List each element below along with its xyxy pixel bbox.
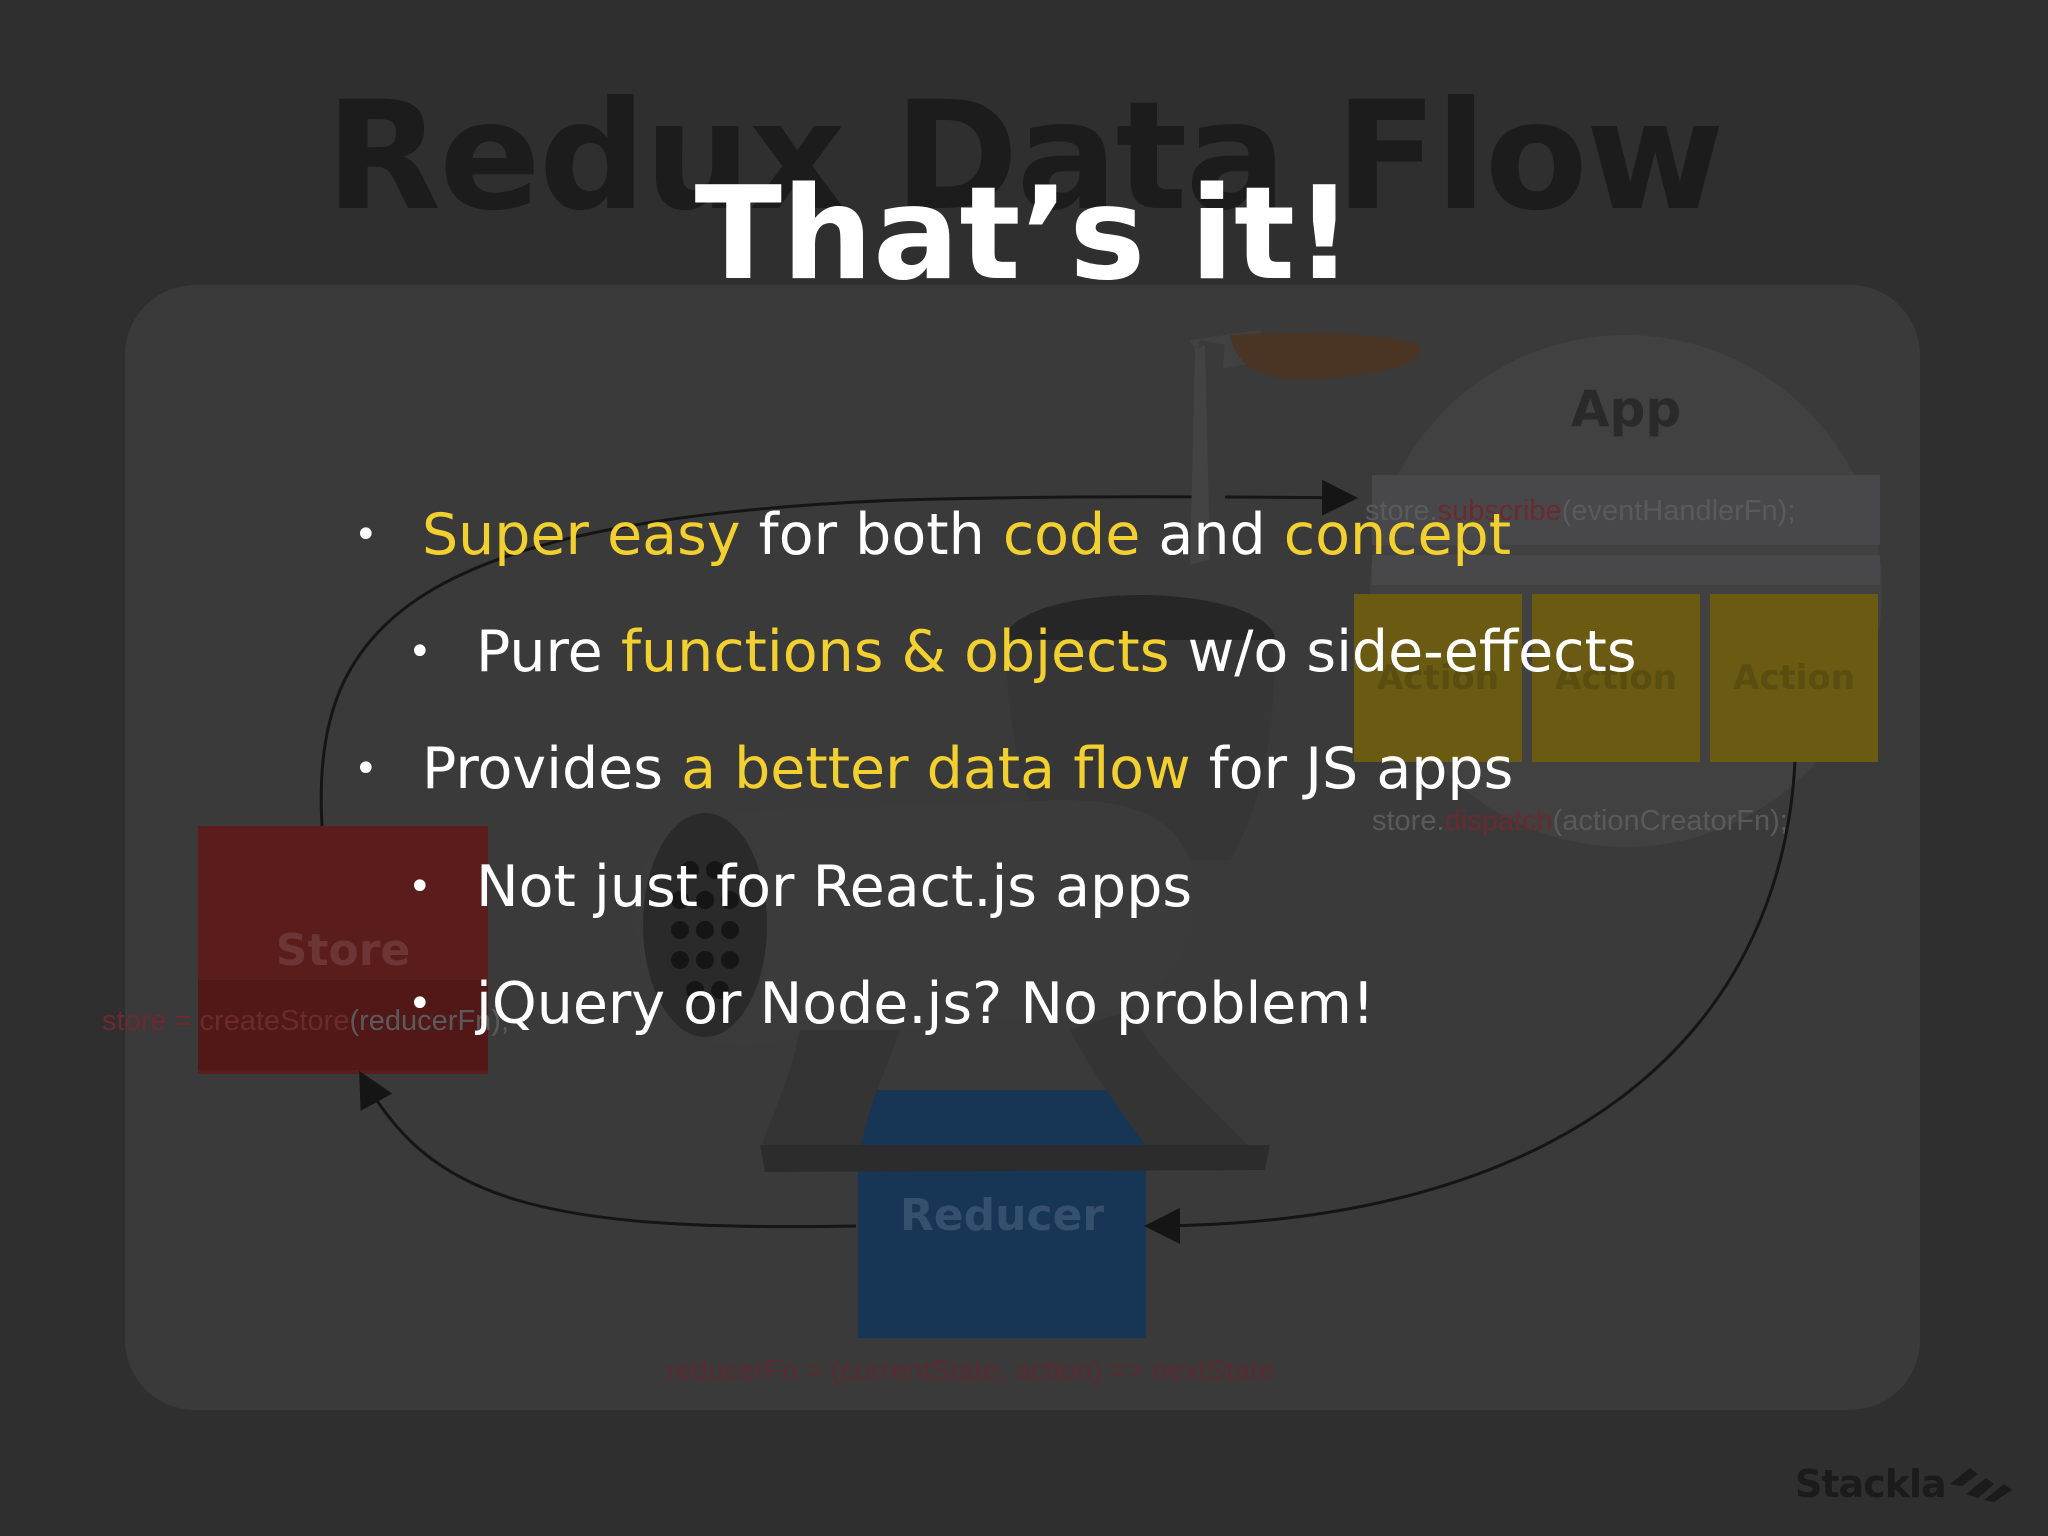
store-code-args: (reducerFn); <box>349 1005 509 1037</box>
slide-title: That’s it! <box>694 160 1354 309</box>
app-band-mid <box>1372 555 1880 585</box>
stackla-logo-icon <box>1950 1468 2012 1502</box>
store-code: store = createStore(reducerFn); <box>102 1005 509 1038</box>
bullet-2-dot: • <box>354 746 378 792</box>
stackla-logo: Stackla <box>1795 1462 1947 1506</box>
store-strip <box>198 980 488 1070</box>
action-box-1: Action <box>1354 594 1522 762</box>
bullet-1-part-1: Super easy <box>422 502 741 568</box>
bullet-1-part-4: and <box>1140 502 1284 568</box>
diagram-title: Redux Data Flow <box>325 70 1725 244</box>
bullet-2-2: • jQuery or Node.js? No problem! <box>408 969 1375 1039</box>
reducer-code: reducerFn = (currentState, action) => ne… <box>666 1355 1275 1387</box>
bullet-2-2-text: jQuery or Node.js? No problem! <box>476 971 1375 1037</box>
reducer-box <box>858 1090 1146 1338</box>
bullet-2-2-dot: • <box>408 981 432 1027</box>
bullet-1-1-dot: • <box>408 629 432 675</box>
dispatch-code-method: dispatch <box>1444 805 1553 837</box>
bullet-2-1-dot: • <box>408 864 432 910</box>
bullet-1-part-3: code <box>1002 502 1141 568</box>
bullet-2-part-3: for JS apps <box>1190 736 1514 802</box>
app-label: App <box>1570 380 1682 438</box>
bullet-1-1: • Pure functions & objects w/o side-effe… <box>408 617 1637 687</box>
arrow-reducer-to-store <box>359 1070 857 1229</box>
reducer-label: Reducer <box>899 1190 1105 1241</box>
arrow-app-to-reducer <box>1144 761 1797 1244</box>
dispatch-code-args: (actionCreatorFn); <box>1552 805 1788 837</box>
action-box-3: Action <box>1710 594 1878 762</box>
store-code-method: createStore <box>199 1005 350 1037</box>
bullet-2: • Provides a better data flow for JS app… <box>354 734 1514 804</box>
bullet-1: • Super easy for both code and concept <box>354 500 1512 570</box>
bullet-1-part-2: for both <box>740 502 1003 568</box>
subscribe-code-args: (eventHandlerFn); <box>1561 495 1796 527</box>
store-label: Store <box>275 925 411 976</box>
bullet-1-1-part-3: w/o side-effects <box>1169 619 1637 685</box>
bullet-1-dot: • <box>354 512 378 558</box>
bullet-1-part-5: concept <box>1283 502 1512 568</box>
app-band-top <box>1372 475 1880 545</box>
store-code-prefix: store = <box>102 1005 200 1037</box>
action-box-2: Action <box>1532 594 1700 762</box>
subscribe-code-method: subscribe <box>1437 495 1562 527</box>
bullet-2-part-2: a better data flow <box>681 736 1191 802</box>
dispatch-code: store.dispatch(actionCreatorFn); <box>1372 805 1788 838</box>
bullet-2-1-text: Not just for React.js apps <box>476 854 1193 920</box>
bullet-1-1-part-1: Pure <box>476 619 621 685</box>
subscribe-code-prefix: store. <box>1365 495 1438 527</box>
bullet-1-1-part-2: functions & objects <box>620 619 1170 685</box>
dispatch-code-prefix: store. <box>1372 805 1445 837</box>
subscribe-code: store.subscribe(eventHandlerFn); <box>1365 495 1795 528</box>
bullet-2-part-1: Provides <box>422 736 682 802</box>
bullet-2-1: • Not just for React.js apps <box>408 852 1193 922</box>
